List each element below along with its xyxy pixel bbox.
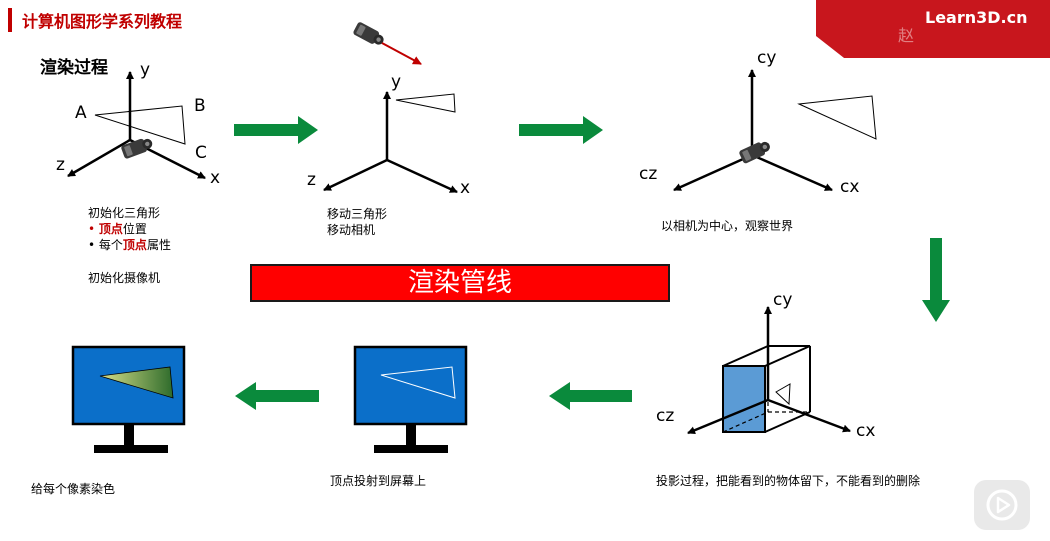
step2-camera-direction-arrow (381, 42, 422, 65)
step1-world-axes (67, 71, 206, 180)
vertex-b-label: B (194, 96, 206, 116)
bullet-dot: • (88, 238, 96, 252)
step5-monitor (353, 345, 468, 453)
brand-tab (816, 0, 1050, 58)
step6-monitor (71, 345, 186, 453)
brand-logo-text: Learn3D.cn (925, 8, 1028, 27)
flow-arrow-2 (519, 116, 603, 144)
step4-camera-axes (687, 306, 851, 435)
bullet-dot-red: • (88, 222, 96, 236)
play-button[interactable] (974, 480, 1030, 530)
title-accent-bar (8, 8, 12, 32)
step5-caption: 顶点投射到屏幕上 (330, 474, 427, 488)
step4-cz-axis-label: cz (656, 406, 675, 426)
vertex-a-label: A (75, 103, 87, 123)
step1-line1: 初始化三角形 (88, 206, 161, 220)
step2-line1: 移动三角形 (327, 207, 388, 221)
step1-bullet1: • 顶点位置 (88, 221, 171, 237)
flow-arrow-3 (922, 238, 950, 322)
step3-camera-axes (673, 69, 833, 192)
step4-cx-axis-label: cx (856, 421, 876, 441)
step1-bullet2-prefix: 每个 (98, 238, 123, 252)
step4-cy-axis-label: cy (773, 290, 793, 310)
step1-line4: 初始化摄像机 (88, 271, 161, 285)
step1-triangle (94, 105, 186, 145)
step1-bullet1-rest: 位置 (122, 222, 147, 236)
step6-caption: 给每个像素染色 (31, 482, 116, 496)
flow-arrow-1 (234, 116, 318, 144)
flow-arrow-5 (235, 382, 319, 410)
step2-world-axes (323, 91, 458, 194)
step2-x-axis-label: x (460, 178, 471, 198)
page-title: 计算机图形学系列教程 (22, 12, 183, 31)
step4-caption: 投影过程，把能看到的物体留下，不能看到的删除 (656, 474, 921, 488)
step1-x-axis-label: x (210, 168, 221, 188)
step2-triangle (395, 93, 456, 113)
step1-z-axis-label: z (56, 155, 65, 175)
step4-projection-cube (722, 345, 811, 433)
step2-z-axis-label: z (307, 170, 316, 190)
step2-camera-icon (352, 21, 387, 49)
step3-triangle (797, 95, 877, 140)
step1-bullet2-rest: 属性 (146, 238, 171, 252)
flow-arrow-4 (549, 382, 632, 410)
play-icon (986, 489, 1018, 521)
step1-bullet1-highlight: 顶点 (98, 222, 123, 236)
step1-bullet2: • 每个顶点属性 (88, 237, 171, 253)
pipeline-banner: 渲染管线 (250, 264, 670, 302)
step2-line2: 移动相机 (327, 223, 376, 237)
step1-camera-icon (120, 135, 155, 160)
watermark-text: 赵 (898, 26, 915, 45)
step3-cz-axis-label: cz (639, 164, 658, 184)
step1-y-axis-label: y (140, 60, 151, 80)
step2-y-axis-label: y (391, 72, 402, 92)
section-title: 渲染过程 (40, 58, 108, 78)
vertex-c-label: C (195, 143, 207, 163)
step3-caption: 以相机为中心，观察世界 (661, 219, 794, 233)
step3-cx-axis-label: cx (840, 177, 860, 197)
step3-cy-axis-label: cy (757, 48, 777, 68)
step2-caption: 移动三角形 移动相机 (327, 206, 387, 238)
step1-bullet2-highlight: 顶点 (122, 238, 147, 252)
step1-caption: 初始化三角形 • 顶点位置 • 每个顶点属性 (88, 205, 171, 253)
